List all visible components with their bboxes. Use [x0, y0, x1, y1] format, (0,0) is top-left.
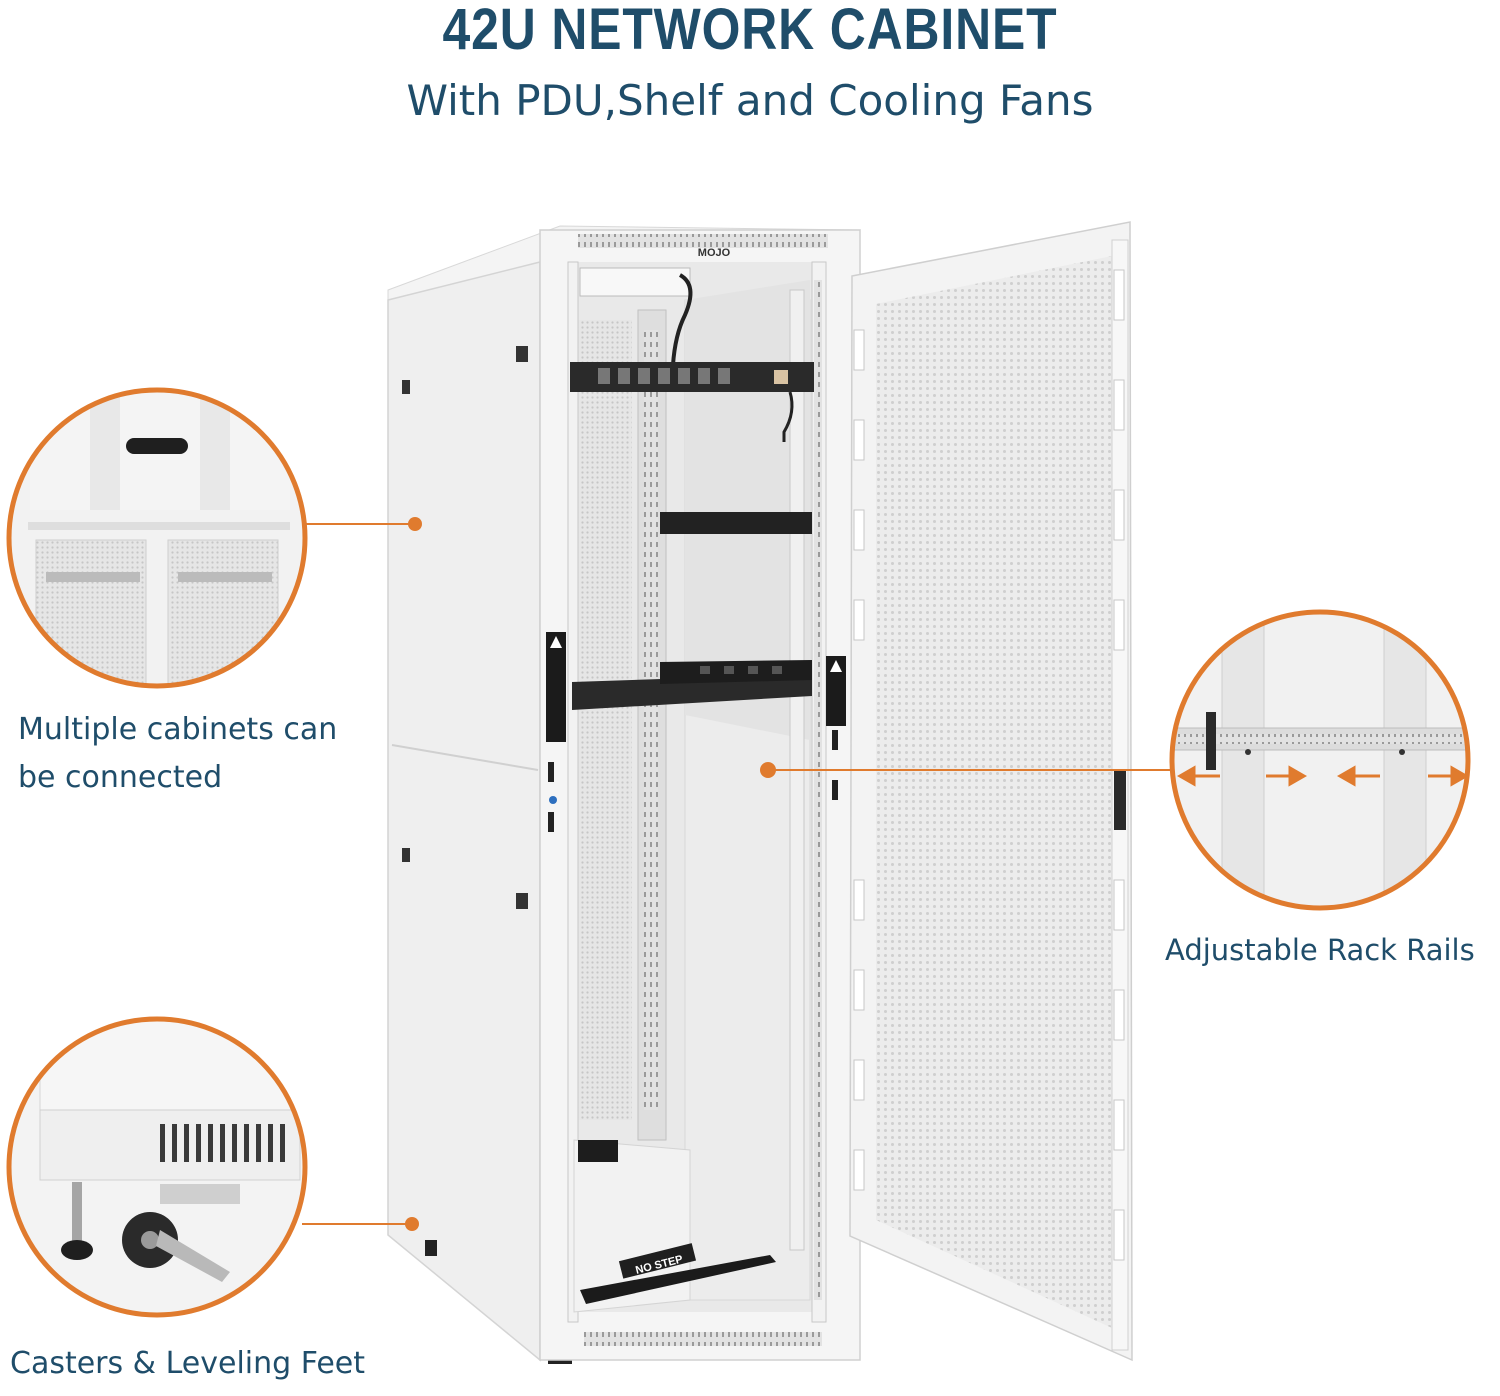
- door-handle: [1114, 770, 1126, 830]
- page-subtitle: With PDU,Shelf and Cooling Fans: [406, 76, 1094, 125]
- arrow-icons: [1176, 765, 1470, 787]
- callout-casters: Casters & Leveling Feet: [10, 1346, 366, 1381]
- brand-logo: MOJO: [698, 247, 731, 259]
- warning-label: [546, 632, 566, 742]
- perforated-door: [849, 221, 1133, 1362]
- page-title: 42U NETWORK CABINET: [442, 0, 1058, 62]
- callout-multiple-cabinets-line2: be connected: [18, 760, 223, 795]
- zoom-casters: [6, 1016, 308, 1318]
- callout-multiple-cabinets: Multiple cabinets can be connected: [18, 706, 337, 802]
- callout-dot: [408, 517, 422, 531]
- cabinet: MOJO: [387, 225, 862, 1364]
- zoom-rack-rails: [1169, 609, 1471, 911]
- zoom-multiple-cabinets: [6, 387, 308, 689]
- callout-leaders: [302, 517, 1172, 1231]
- callout-dot: [760, 762, 776, 778]
- callout-dot: [405, 1217, 419, 1231]
- callout-rack-rails: Adjustable Rack Rails: [1165, 933, 1475, 967]
- callout-multiple-cabinets-line1: Multiple cabinets can: [18, 712, 338, 747]
